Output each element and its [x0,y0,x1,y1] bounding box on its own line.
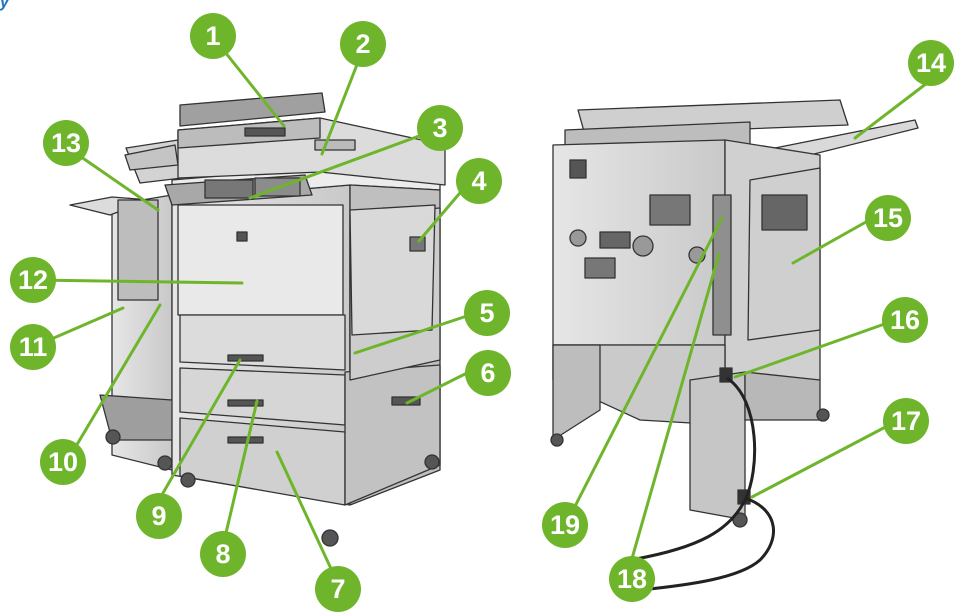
leader-line-19 [566,216,724,522]
callout-label-3: 3 [432,113,447,143]
leader-line-15 [791,216,875,265]
callout-label-7: 7 [330,574,345,604]
callout-14: 14 [908,40,954,86]
printer-body [171,164,441,547]
callout-label-18: 18 [617,564,647,594]
callout-16: 16 [882,297,928,343]
scanner-adf [124,92,446,186]
callout-19: 19 [542,502,588,548]
callout-label-4: 4 [471,166,486,196]
leader-line-8 [224,399,259,535]
callout-4: 4 [456,158,502,204]
leader-line-4 [417,185,467,243]
leader-line-16 [733,319,895,379]
leader-line-1 [223,50,286,128]
callout-label-2: 2 [355,29,370,59]
callout-10: 10 [40,439,86,485]
callout-12: 12 [10,257,56,303]
caption-fragment: y [0,0,9,11]
leader-line-12 [31,278,244,285]
callout-15: 15 [865,195,911,241]
callout-label-17: 17 [891,406,921,436]
front-view-printer [69,92,446,547]
back-view-printer [550,99,919,592]
leader-line-14 [853,78,933,140]
callout-label-1: 1 [205,21,220,51]
callout-label-19: 19 [550,510,580,540]
leader-line-6 [405,367,477,405]
callout-17: 17 [883,398,929,444]
control-panel [164,174,313,206]
leader-line-5 [353,313,472,355]
callout-label-12: 12 [18,265,48,295]
callout-6: 6 [465,350,511,396]
leader-line-3 [248,130,432,200]
callout-1: 1 [190,13,236,59]
callout-label-10: 10 [48,447,78,477]
callout-label-16: 16 [890,305,920,335]
callout-label-11: 11 [19,332,48,362]
callout-5: 5 [464,290,510,336]
leader-line-2 [320,55,362,156]
leader-line-17 [750,420,897,499]
leader-lines [31,50,933,578]
callout-7: 7 [315,566,361,612]
callout-8: 8 [200,531,246,577]
leader-line-9 [161,358,242,495]
callout-label-6: 6 [480,358,495,388]
callouts: 1 2 3 4 5 6 7 8 9 10 11 12 13 14 15 16 1… [10,13,954,612]
leader-line-18 [625,252,721,578]
callout-label-13: 13 [51,128,81,158]
callout-11: 11 [10,324,56,370]
callout-13: 13 [43,120,89,166]
leader-line-13 [72,150,160,212]
callout-label-8: 8 [215,539,230,569]
leader-line-7 [275,450,335,575]
callout-label-5: 5 [479,298,494,328]
callout-label-14: 14 [916,48,946,78]
callout-label-15: 15 [873,203,903,233]
callout-label-9: 9 [151,501,166,531]
callout-9: 9 [136,493,182,539]
callout-2: 2 [340,21,386,67]
leader-line-10 [64,303,162,465]
callout-3: 3 [417,105,463,151]
callout-18: 18 [609,556,655,602]
